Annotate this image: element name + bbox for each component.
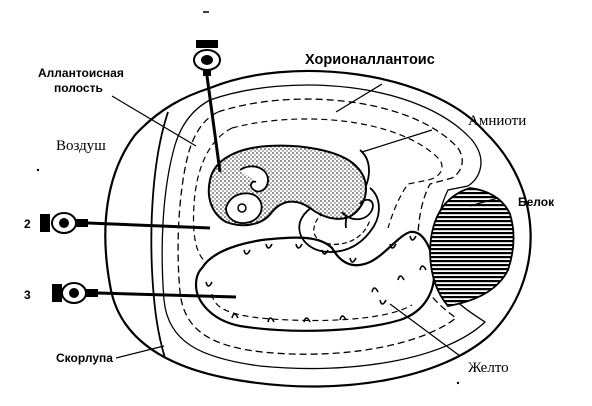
label-yolk: Желто (468, 360, 509, 376)
syringe-top (193, 40, 222, 173)
label-allantoic-cavity-1: Аллантоисная (38, 66, 124, 80)
amnion-loop (298, 187, 380, 253)
stray-dot (456, 381, 460, 385)
label-albumen: Белок (518, 195, 555, 209)
label-allantoic-cavity-2: полость (54, 81, 103, 95)
label-amnion: Амниоти (468, 113, 526, 129)
embryo-eye (237, 203, 247, 213)
yolk-sac (194, 230, 436, 332)
albumen (429, 187, 515, 307)
stray-dot (36, 168, 40, 172)
shell-membrane (161, 84, 487, 370)
allantois-inner-dashed (231, 118, 443, 229)
air-cell-boundary (150, 111, 169, 359)
yolk-villi (205, 235, 427, 323)
label-shell: Скорлупа (56, 351, 113, 365)
leader-lines (111, 83, 499, 359)
syringe-2 (40, 212, 211, 234)
embryo-tail (341, 198, 374, 221)
egg-shell-outline (104, 69, 532, 388)
label-syringe-3: 3 (24, 288, 31, 302)
yolk-sac-dashed (211, 293, 413, 322)
syringe-3 (52, 282, 237, 304)
chorioallantois-dashed (177, 98, 463, 355)
label-air: Воздуш (56, 138, 106, 154)
embryo-head (225, 165, 269, 224)
label-chorioallantois: Хорионаллантоис (305, 52, 435, 68)
label-syringe-2: 2 (24, 217, 31, 231)
